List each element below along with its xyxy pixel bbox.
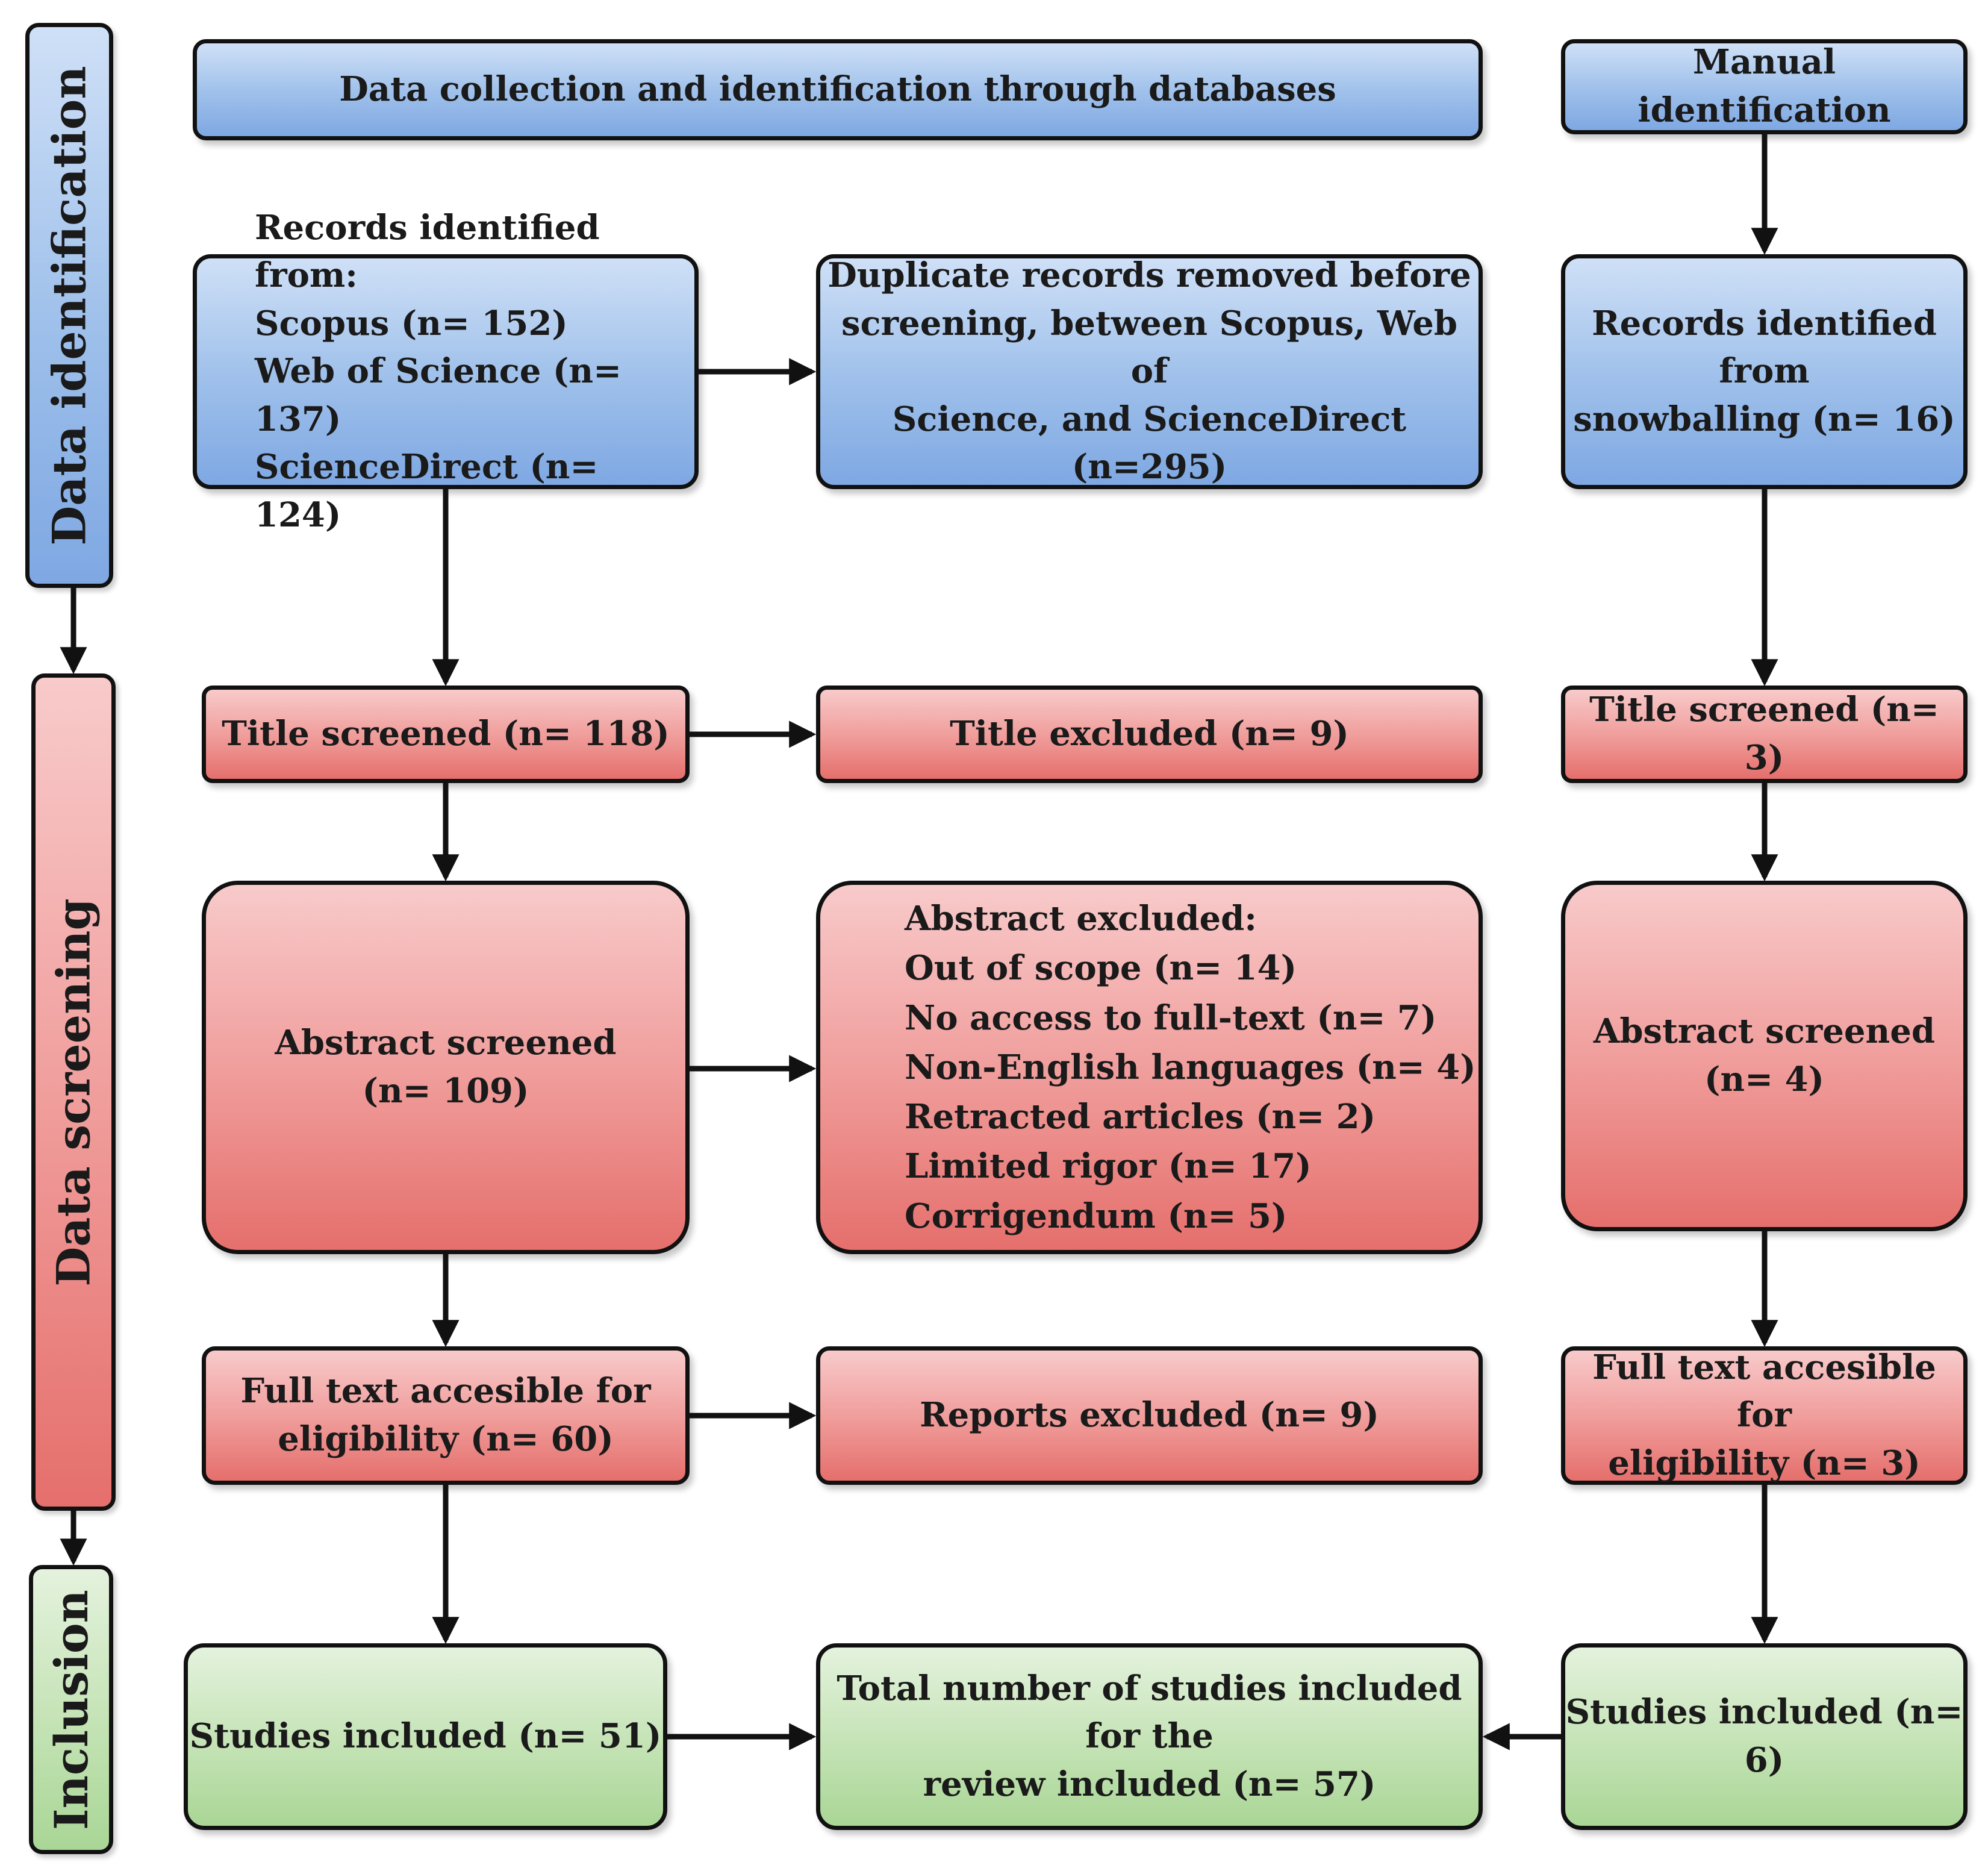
title-excluded-box: Title excluded (n= 9) — [816, 686, 1483, 783]
fulltext-manual-box: Full text accesible for eligibility (n= … — [1561, 1346, 1968, 1485]
duplicates-removed-box: Duplicate records removed before screeni… — [816, 254, 1483, 489]
abstract-excluded-box: Abstract excluded: Out of scope (n= 14) … — [816, 881, 1483, 1254]
abstract-excluded-item: Retracted articles (n= 2) — [905, 1097, 1376, 1137]
total-included-line-2: review included (n= 57) — [923, 1764, 1376, 1804]
studies-included-db-box: Studies included (n= 51) — [184, 1643, 667, 1830]
abstract-excluded-item: Limited rigor (n= 17) — [905, 1146, 1312, 1187]
fulltext-line-2: eligibility (n= 60) — [278, 1419, 614, 1459]
snowballing-box: Records identified from snowballing (n= … — [1561, 254, 1968, 489]
title-screened-box: Title screened (n= 118) — [202, 686, 690, 783]
header-manual: Manual identification — [1561, 39, 1968, 134]
header-databases-label: Data collection and identification throu… — [339, 69, 1336, 110]
abstract-screened-manual-line-1: Abstract screened — [1593, 1011, 1936, 1052]
records-identified-box: Records identified from: Scopus (n= 152)… — [193, 208, 699, 535]
records-wos: Web of Science (n= 137) — [255, 351, 622, 439]
abstract-screened-manual-box: Abstract screened (n= 4) — [1561, 881, 1968, 1231]
abstract-excluded-item: No access to full-text (n= 7) — [905, 998, 1437, 1038]
duplicates-line-3: Science, and ScienceDirect (n=295) — [892, 399, 1407, 487]
snowballing-line-1: Records identified from — [1592, 303, 1937, 392]
title-screened-label: Title screened (n= 118) — [222, 714, 670, 754]
total-included-line-1: Total number of studies included for the — [837, 1668, 1462, 1757]
title-excluded-label: Title excluded (n= 9) — [950, 714, 1349, 754]
title-screened-manual-label: Title screened (n= 3) — [1589, 690, 1939, 778]
fulltext-manual-line-2: eligibility (n= 3) — [1608, 1443, 1921, 1483]
stage-identification: Data identification — [25, 23, 113, 588]
fulltext-box: Full text accesible for eligibility (n= … — [202, 1346, 690, 1485]
studies-included-manual-box: Studies included (n= 6) — [1561, 1643, 1968, 1830]
abstract-excluded-item: Non-English languages (n= 4) — [905, 1047, 1476, 1087]
abstract-screened-line-1: Abstract screened — [275, 1023, 617, 1063]
abstract-screened-line-2: (n= 109) — [362, 1071, 529, 1111]
total-included-box: Total number of studies included for the… — [816, 1643, 1483, 1830]
reports-excluded-box: Reports excluded (n= 9) — [816, 1346, 1483, 1485]
studies-included-manual-label: Studies included (n= 6) — [1565, 1692, 1963, 1780]
records-sciencedirect: ScienceDirect (n= 124) — [255, 447, 599, 535]
studies-included-db-label: Studies included (n= 51) — [189, 1716, 662, 1757]
header-databases: Data collection and identification throu… — [193, 39, 1483, 140]
abstract-excluded-title: Abstract excluded: — [905, 898, 1257, 939]
reports-excluded-label: Reports excluded (n= 9) — [920, 1395, 1379, 1435]
stage-screening: Data screening — [31, 673, 116, 1511]
abstract-screened-manual-line-2: (n= 4) — [1704, 1060, 1825, 1099]
header-manual-label: Manual identification — [1637, 42, 1891, 130]
duplicates-line-1: Duplicate records removed before — [827, 255, 1471, 296]
abstract-screened-box: Abstract screened (n= 109) — [202, 881, 690, 1254]
abstract-excluded-item: Corrigendum (n= 5) — [905, 1196, 1288, 1236]
fulltext-line-1: Full text accesible for — [240, 1371, 651, 1411]
snowballing-line-2: snowballing (n= 16) — [1573, 399, 1955, 439]
records-scopus: Scopus (n= 152) — [255, 303, 568, 343]
abstract-excluded-item: Out of scope (n= 14) — [905, 948, 1297, 989]
duplicates-line-2: screening, between Scopus, Web of — [841, 303, 1457, 392]
fulltext-manual-line-1: Full text accesible for — [1592, 1347, 1936, 1435]
title-screened-manual-box: Title screened (n= 3) — [1561, 686, 1968, 783]
stage-inclusion: Inclusion — [29, 1565, 113, 1854]
records-identified-title: Records identified from: — [255, 207, 600, 296]
